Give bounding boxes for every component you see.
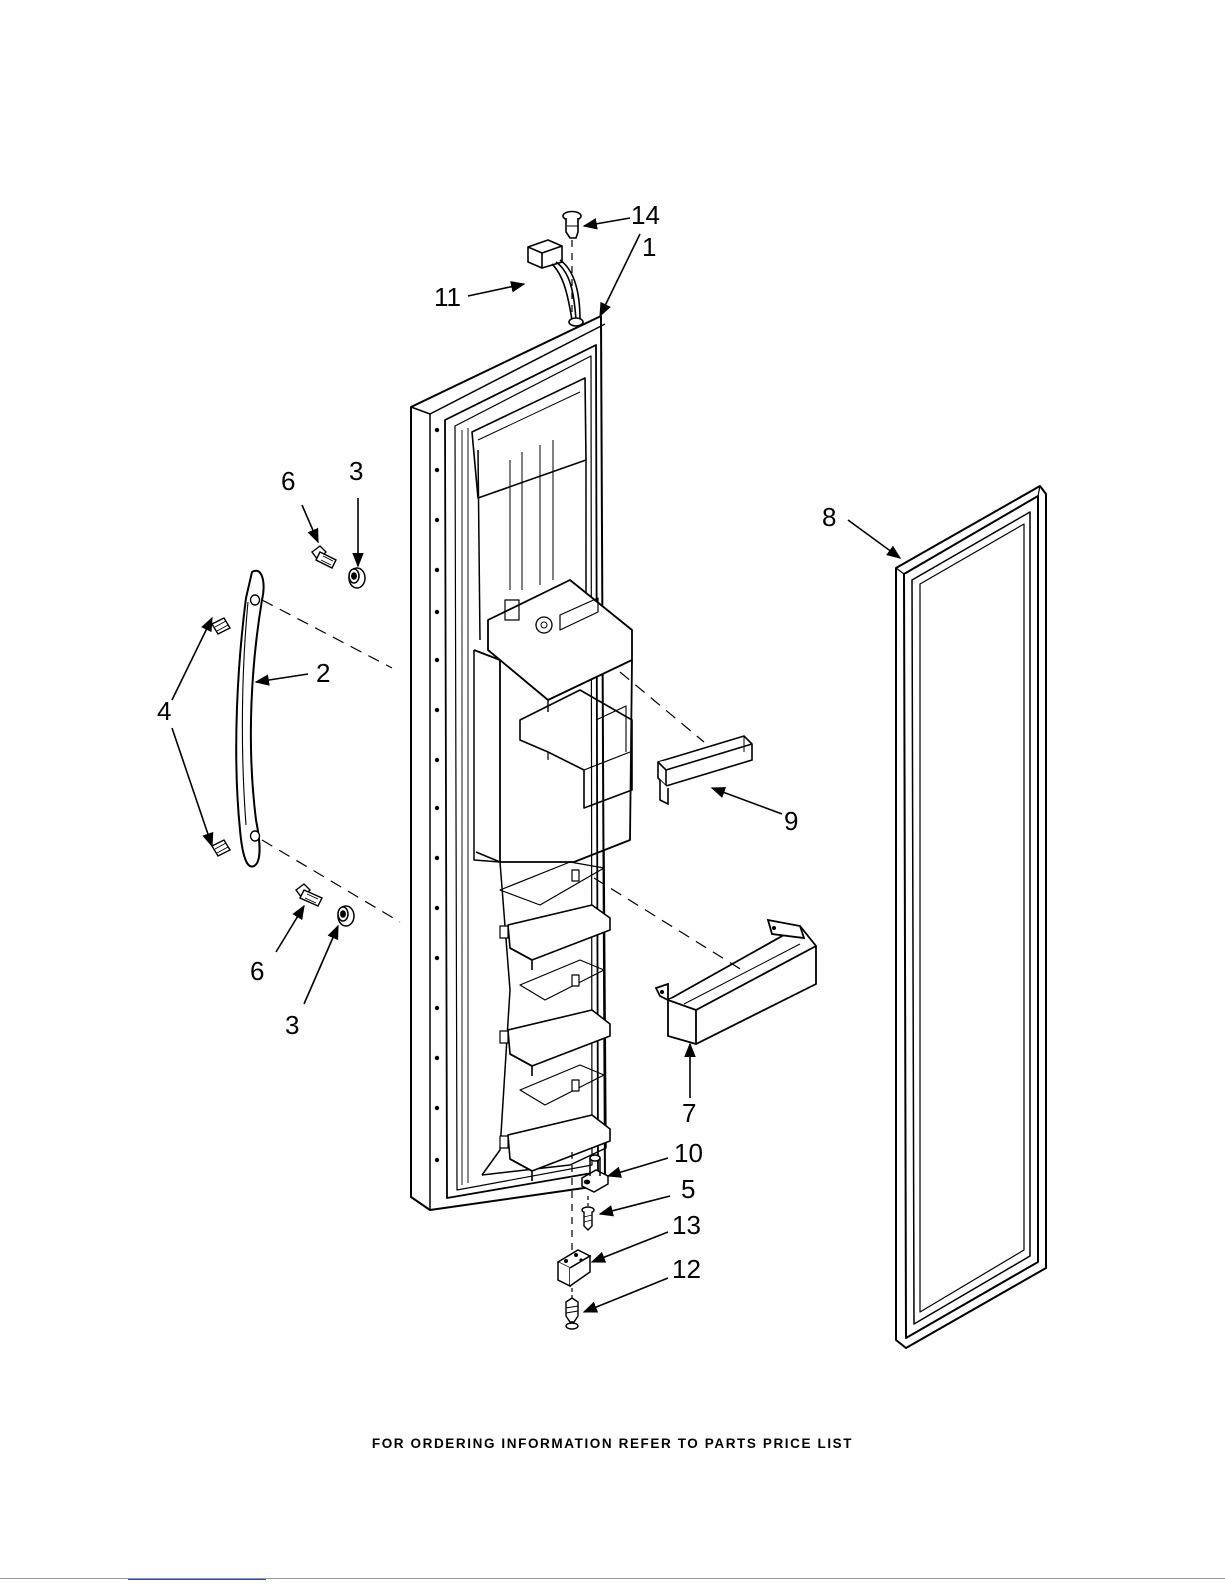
part-14-plug [563,212,581,239]
callout-14: 14 [631,200,660,230]
callout-10: 10 [674,1138,703,1168]
part-12-screw [566,1298,578,1329]
part-2-handle [236,571,263,867]
callout-12: 12 [672,1254,701,1284]
callout-1: 1 [642,232,656,262]
part-3-spacer-lower [338,906,354,926]
door-assembly [411,316,632,1210]
callout-9: 9 [784,806,798,836]
callout-3-lower: 3 [285,1010,299,1040]
callout-6-upper: 6 [281,466,295,496]
part-8-gasket [896,486,1046,1348]
callout-3-upper: 3 [349,456,363,486]
callout-6-lower: 6 [250,956,264,986]
callout-5: 5 [681,1174,695,1204]
handle-centerlines [262,600,400,922]
ordering-info-footer: FOR ORDERING INFORMATION REFER TO PARTS … [0,1436,1225,1451]
part-9-trim [658,736,752,804]
part-5-screw [582,1207,594,1230]
callout-2: 2 [316,658,330,688]
part-7-centerline [594,878,742,970]
part-7-door-bin [656,920,816,1044]
part-11-wire-harness [528,240,583,326]
page-bottom-link-underline [128,1576,266,1580]
callout-13: 13 [672,1210,701,1240]
part-3-spacer-upper [349,568,365,588]
callout-8: 8 [822,502,836,532]
part-4-set-screws [212,618,230,856]
callout-4: 4 [157,696,171,726]
part-6-screw-lower [296,884,322,906]
callout-7: 7 [682,1098,696,1128]
part-6-screw-upper [312,546,336,568]
part-13-hinge-plate [558,1250,590,1286]
callout-11: 11 [434,282,461,312]
